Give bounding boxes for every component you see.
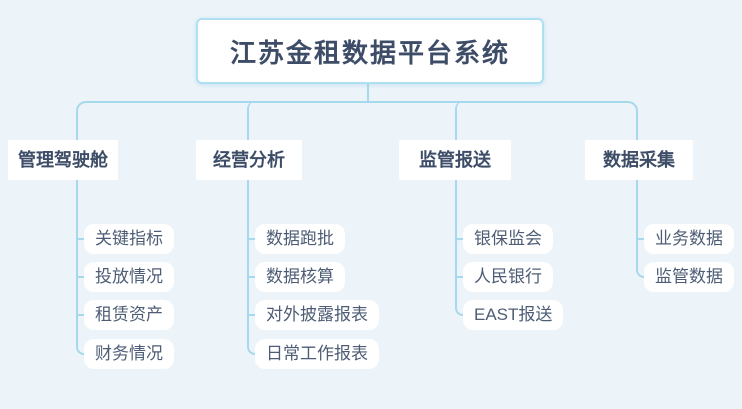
branch-node-management-cockpit[interactable]: 管理驾驶舱 bbox=[8, 140, 118, 180]
connector-leaf-stub bbox=[456, 276, 468, 278]
branch-node-regulatory-report[interactable]: 监管报送 bbox=[399, 140, 511, 180]
leaf-node[interactable]: 日常工作报表 bbox=[255, 339, 379, 369]
connector-leaf-stub bbox=[248, 276, 260, 278]
leaf-node[interactable]: 对外披露报表 bbox=[255, 300, 379, 330]
connector-leaf-stub bbox=[248, 314, 260, 316]
connector-rail bbox=[76, 101, 638, 117]
connector-leaf-stub bbox=[77, 314, 89, 316]
leaf-node[interactable]: 人民银行 bbox=[463, 262, 553, 292]
leaf-node[interactable]: 银保监会 bbox=[463, 224, 553, 254]
leaf-node[interactable]: 数据跑批 bbox=[255, 224, 345, 254]
connector-root-stub bbox=[367, 84, 369, 101]
connector-branch3-corner bbox=[455, 101, 465, 117]
leaf-node[interactable]: 关键指标 bbox=[84, 224, 174, 254]
connector-leaf-stub bbox=[248, 238, 260, 240]
connector-branch2-line bbox=[247, 115, 259, 355]
leaf-node[interactable]: 监管数据 bbox=[644, 262, 734, 292]
connector-leaf-stub bbox=[77, 276, 89, 278]
connector-branch1-line bbox=[76, 115, 88, 355]
connector-branch2-corner bbox=[247, 101, 257, 117]
connector-leaf-stub bbox=[77, 238, 89, 240]
leaf-node[interactable]: 投放情况 bbox=[84, 262, 174, 292]
connector-branch3-line bbox=[455, 115, 467, 316]
leaf-node[interactable]: 财务情况 bbox=[84, 339, 174, 369]
branch-node-data-collection[interactable]: 数据采集 bbox=[585, 140, 693, 180]
connector-leaf-stub bbox=[456, 238, 468, 240]
root-node-title: 江苏金租数据平台系统 bbox=[229, 37, 510, 68]
leaf-node[interactable]: EAST报送 bbox=[463, 300, 564, 330]
connector-branch4-line bbox=[636, 115, 648, 278]
connector-leaf-stub bbox=[637, 238, 649, 240]
leaf-node[interactable]: 数据核算 bbox=[255, 262, 345, 292]
leaf-node[interactable]: 业务数据 bbox=[644, 224, 734, 254]
branch-node-business-analysis[interactable]: 经营分析 bbox=[196, 140, 302, 180]
root-node[interactable]: 江苏金租数据平台系统 bbox=[196, 18, 544, 84]
leaf-node[interactable]: 租赁资产 bbox=[84, 300, 174, 330]
